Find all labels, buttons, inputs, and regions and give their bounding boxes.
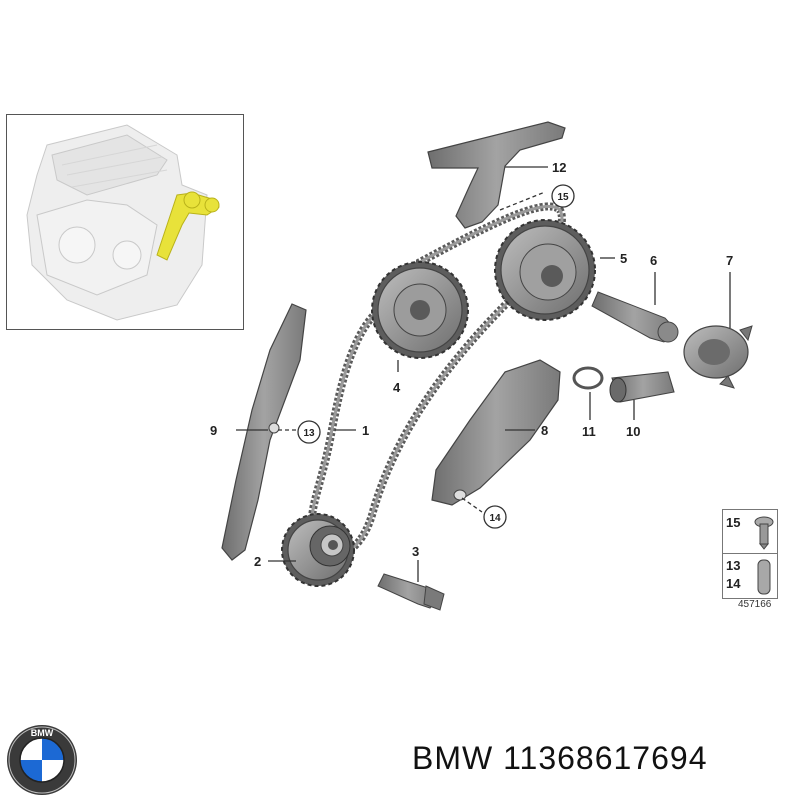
callout-5: 5	[620, 251, 627, 266]
crankshaft-sprocket	[281, 513, 355, 587]
callout-10: 10	[626, 424, 640, 439]
vanos-cover	[683, 325, 753, 389]
dowel-pin-icon	[757, 559, 771, 595]
callout-12: 12	[552, 160, 566, 175]
sealing-ring	[572, 366, 604, 390]
callout-9: 9	[210, 423, 217, 438]
circled-callout-14: 14	[483, 505, 507, 529]
timing-chain	[308, 202, 566, 558]
svg-text:13: 13	[303, 428, 315, 439]
guide-rail	[221, 303, 307, 561]
brand-footer: BMW BMW 11368617694	[0, 700, 800, 800]
callout-2: 2	[254, 554, 261, 569]
leader-14	[461, 497, 483, 513]
brand-part-number: BMW 11368617694	[412, 740, 708, 776]
svg-text:BMW: BMW	[31, 728, 54, 738]
callout-11: 11	[582, 424, 596, 439]
intake-camshaft-sprocket	[371, 261, 469, 359]
exhaust-camshaft-sprocket	[494, 219, 596, 321]
crankshaft-bolt	[377, 573, 445, 611]
callout-1: 1	[362, 423, 369, 438]
upper-chain-guide-bracket	[427, 121, 566, 229]
highlighted-timing-chain	[156, 191, 220, 261]
leader-15	[499, 191, 546, 211]
chain-tensioner	[609, 371, 675, 403]
callout-4: 4	[393, 380, 401, 395]
callout-6: 6	[650, 253, 657, 268]
circled-callout-15: 15	[551, 184, 575, 208]
leader-lines	[236, 166, 731, 582]
legend-divider	[723, 553, 777, 554]
svg-text:15: 15	[557, 192, 569, 203]
legend-number-14: 14	[726, 576, 741, 591]
circled-callout-13: 13	[297, 420, 321, 444]
legend-number-15: 15	[726, 515, 741, 530]
callout-3: 3	[412, 544, 419, 559]
tensioner-rail	[431, 359, 561, 506]
central-bolt	[591, 291, 679, 343]
legend-number-13: 13	[726, 558, 741, 573]
engine-overview-illustration	[26, 124, 220, 321]
svg-text:14: 14	[489, 513, 501, 524]
callout-8: 8	[541, 423, 548, 438]
torx-screw-icon	[754, 516, 774, 550]
callout-7: 7	[726, 253, 733, 268]
bmw-logo-icon: BMW	[7, 725, 77, 795]
diagram-id: 457166	[738, 599, 772, 610]
engine-overview-inset	[6, 114, 244, 330]
fastener-legend: 15 13 14	[722, 509, 778, 599]
